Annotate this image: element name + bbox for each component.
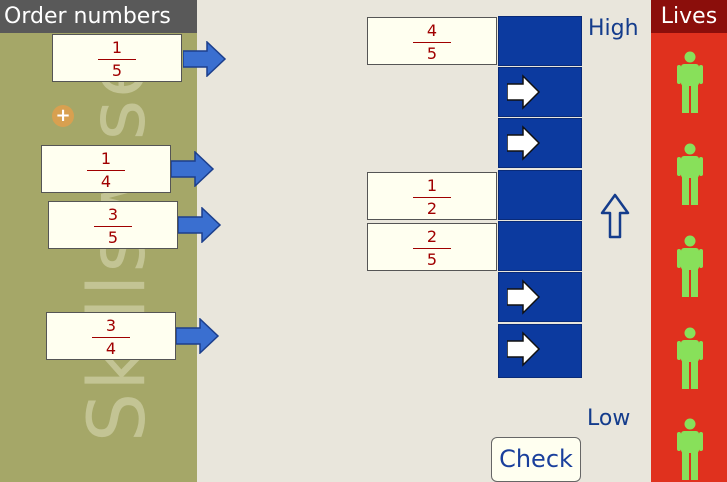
person-icon xyxy=(677,143,703,205)
fraction: 4 5 xyxy=(368,21,496,63)
order-slot[interactable] xyxy=(498,67,582,117)
drag-arrow-icon[interactable] xyxy=(178,207,226,243)
order-slot[interactable] xyxy=(498,170,582,220)
order-slot[interactable] xyxy=(498,16,582,66)
fraction: 2 5 xyxy=(368,227,496,269)
low-label: Low xyxy=(587,406,631,431)
fraction-card[interactable]: 1 4 xyxy=(41,145,171,193)
person-icon xyxy=(677,235,703,297)
slot-arrow-icon xyxy=(507,125,541,161)
fraction: 1 4 xyxy=(42,149,170,191)
person-icon xyxy=(677,51,703,113)
fraction: 3 4 xyxy=(47,316,175,358)
fraction: 1 5 xyxy=(53,38,181,80)
numerator: 4 xyxy=(426,21,438,40)
drag-arrow-icon[interactable] xyxy=(171,151,219,187)
order-slot[interactable] xyxy=(498,118,582,168)
check-button[interactable]: Check xyxy=(491,437,581,482)
numerator: 1 xyxy=(111,38,123,57)
numerator: 1 xyxy=(100,149,112,168)
denominator: 4 xyxy=(105,339,117,358)
page-title: Order numbers xyxy=(0,0,197,33)
order-slot[interactable] xyxy=(498,272,582,322)
denominator: 5 xyxy=(111,61,123,80)
person-icon xyxy=(677,418,703,480)
fraction-bar xyxy=(92,337,130,338)
denominator: 5 xyxy=(426,44,438,63)
denominator: 4 xyxy=(100,172,112,191)
order-slot[interactable] xyxy=(498,221,582,271)
numerator: 1 xyxy=(426,176,438,195)
numerator: 2 xyxy=(426,227,438,246)
slot-arrow-icon xyxy=(507,74,541,110)
fraction-bar xyxy=(87,170,125,171)
drag-arrow-icon[interactable] xyxy=(176,318,224,354)
placed-fraction-card[interactable]: 4 5 xyxy=(367,17,497,65)
placed-fraction-card[interactable]: 1 2 xyxy=(367,172,497,220)
fraction-card[interactable]: 3 4 xyxy=(46,312,176,360)
up-arrow-icon xyxy=(600,193,630,239)
lives-title: Lives xyxy=(651,0,727,33)
order-slot[interactable] xyxy=(498,324,582,378)
numerator: 3 xyxy=(107,205,119,224)
drag-arrow-icon[interactable] xyxy=(183,41,231,77)
fraction: 3 5 xyxy=(49,205,177,247)
denominator: 5 xyxy=(107,228,119,247)
fraction: 1 2 xyxy=(368,176,496,218)
denominator: 2 xyxy=(426,199,438,218)
plus-icon: + xyxy=(52,105,74,127)
placed-fraction-card[interactable]: 2 5 xyxy=(367,223,497,271)
denominator: 5 xyxy=(426,250,438,269)
fraction-card[interactable]: 3 5 xyxy=(48,201,178,249)
fraction-bar xyxy=(94,226,132,227)
fraction-card[interactable]: 1 5 xyxy=(52,34,182,82)
fraction-bar xyxy=(413,248,451,249)
fraction-bar xyxy=(413,197,451,198)
fraction-bar xyxy=(98,59,136,60)
numerator: 3 xyxy=(105,316,117,335)
fraction-bar xyxy=(413,42,451,43)
person-icon xyxy=(677,327,703,389)
slot-arrow-icon xyxy=(507,279,541,315)
slot-arrow-icon xyxy=(507,331,541,367)
high-label: High xyxy=(588,16,639,41)
